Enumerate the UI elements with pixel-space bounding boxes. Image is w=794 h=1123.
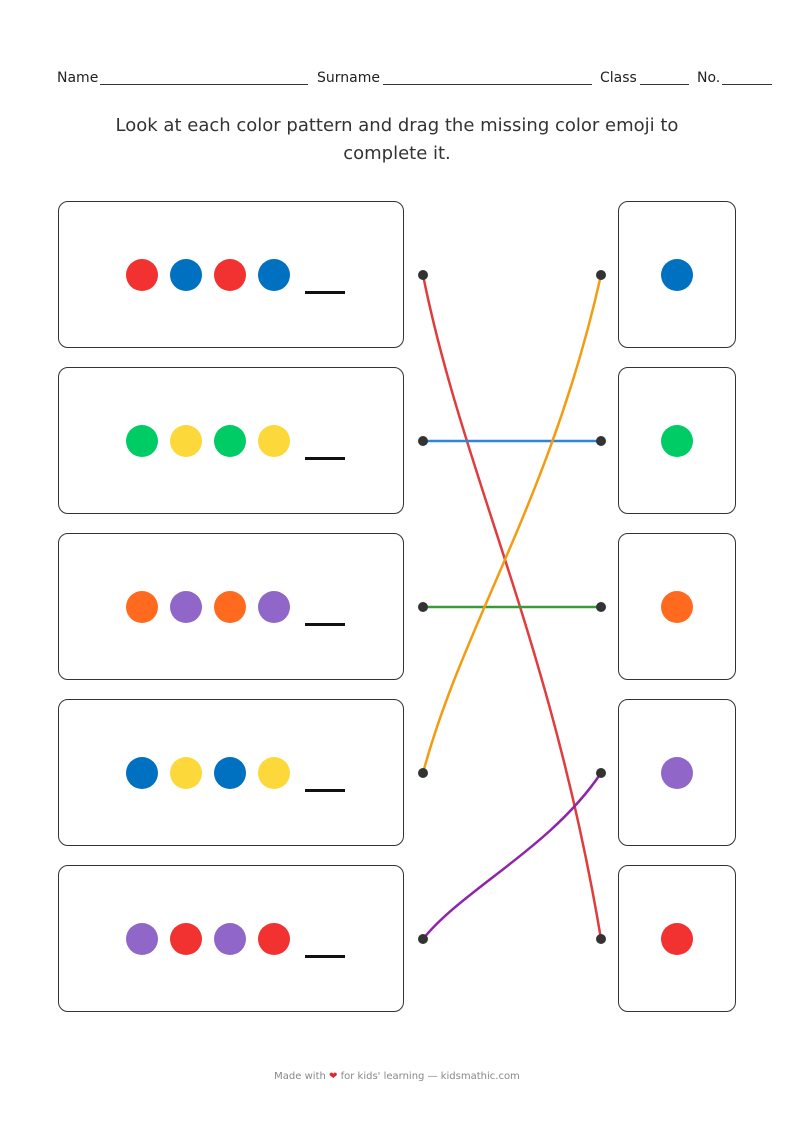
answer-card[interactable] — [618, 699, 736, 846]
pattern-card — [58, 201, 404, 348]
blue-circle — [126, 757, 158, 789]
right-connector-dot[interactable] — [596, 436, 606, 446]
blank-slot[interactable] — [305, 457, 345, 460]
connection-line — [421, 274, 603, 940]
purple-circle — [126, 923, 158, 955]
blue-answer-circle[interactable] — [661, 259, 693, 291]
pattern-card — [58, 865, 404, 1012]
left-connector-dot[interactable] — [418, 768, 428, 778]
yellow-circle — [170, 425, 202, 457]
blue-circle — [258, 259, 290, 291]
yellow-circle — [170, 757, 202, 789]
purple-circle — [258, 591, 290, 623]
pattern-card — [58, 533, 404, 680]
blank-slot[interactable] — [305, 955, 345, 958]
heart-icon: ❤ — [329, 1071, 338, 1082]
blank-slot[interactable] — [305, 291, 345, 294]
footer: Made with ❤ for kids' learning — kidsmat… — [0, 1071, 794, 1082]
red-answer-circle[interactable] — [661, 923, 693, 955]
answer-card[interactable] — [618, 865, 736, 1012]
left-connector-dot[interactable] — [418, 934, 428, 944]
red-circle — [214, 259, 246, 291]
answer-card[interactable] — [618, 201, 736, 348]
orange-answer-circle[interactable] — [661, 591, 693, 623]
pattern-card — [58, 367, 404, 514]
left-connector-dot[interactable] — [418, 270, 428, 280]
footer-prefix: Made with — [274, 1071, 326, 1082]
footer-suffix: for kids' learning — kidsmathic.com — [340, 1071, 520, 1082]
left-connector-dot[interactable] — [418, 602, 428, 612]
connection-line — [422, 772, 603, 940]
yellow-circle — [258, 757, 290, 789]
blank-slot[interactable] — [305, 789, 345, 792]
answer-card[interactable] — [618, 533, 736, 680]
name-label: Name — [57, 70, 99, 86]
right-connector-dot[interactable] — [596, 602, 606, 612]
class-label: Class — [600, 70, 637, 86]
red-circle — [258, 923, 290, 955]
no-field[interactable] — [722, 84, 772, 85]
purple-answer-circle[interactable] — [661, 757, 693, 789]
connection-line — [421, 274, 603, 774]
red-circle — [126, 259, 158, 291]
left-connector-dot[interactable] — [418, 436, 428, 446]
no-label: No. — [697, 70, 721, 86]
purple-circle — [214, 923, 246, 955]
instructions: Look at each color pattern and drag the … — [115, 115, 679, 164]
right-connector-dot[interactable] — [596, 270, 606, 280]
right-connector-dot[interactable] — [596, 768, 606, 778]
green-answer-circle[interactable] — [661, 425, 693, 457]
right-connector-dot[interactable] — [596, 934, 606, 944]
answer-card[interactable] — [618, 367, 736, 514]
purple-circle — [170, 591, 202, 623]
blank-slot[interactable] — [305, 623, 345, 626]
orange-circle — [126, 591, 158, 623]
orange-circle — [214, 591, 246, 623]
class-field[interactable] — [640, 84, 689, 85]
surname-label: Surname — [317, 70, 380, 86]
blue-circle — [214, 757, 246, 789]
pattern-card — [58, 699, 404, 846]
surname-field[interactable] — [383, 84, 592, 85]
yellow-circle — [258, 425, 290, 457]
green-circle — [126, 425, 158, 457]
green-circle — [214, 425, 246, 457]
name-field[interactable] — [100, 84, 308, 85]
blue-circle — [170, 259, 202, 291]
red-circle — [170, 923, 202, 955]
